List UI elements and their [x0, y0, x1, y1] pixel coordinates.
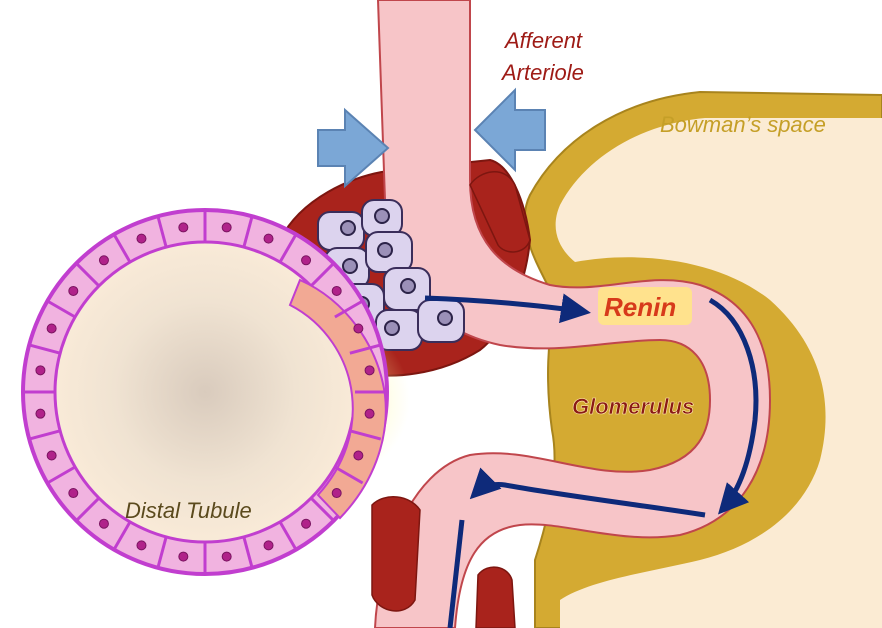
smooth-muscle-top: [469, 171, 531, 253]
tubule-cell-border: [156, 215, 168, 248]
tubule-cell-nucleus: [331, 488, 342, 499]
efferent-down-arrow: [447, 519, 465, 628]
tubule-cell-nucleus: [68, 285, 79, 296]
tubule-cell-border: [112, 521, 132, 551]
label-renin: Renin: [604, 292, 676, 322]
label-afferent-line2: Arteriole: [500, 60, 584, 85]
tubule-cell-nucleus: [46, 450, 57, 461]
bowmans-space: [555, 118, 882, 628]
label-bowmans-space: Bowman’s space: [660, 112, 826, 137]
pressure-arrow-right: [473, 87, 546, 173]
pressure-arrow-left: [317, 107, 390, 189]
tubule-cell-nucleus: [178, 551, 189, 562]
tubule-cell-nucleus: [68, 488, 79, 499]
renin-release-arrow: [424, 293, 591, 324]
tubule-cell-nucleus: [136, 233, 147, 244]
tubule-cell-nucleus: [35, 408, 46, 419]
tubule-cell-border: [75, 262, 100, 287]
tubule-cell-border: [349, 343, 382, 355]
tubule-cell-nucleus: [301, 518, 312, 529]
tubule-cell-nucleus: [263, 540, 274, 551]
label-distal-tubule: Distal Tubule: [125, 498, 252, 523]
tubule-cell-border: [278, 233, 298, 263]
tubule-cell-nucleus: [353, 323, 364, 334]
renin-highlight: [598, 287, 692, 325]
label-glomerulus: Glomerulus: [572, 394, 694, 419]
tubule-cell-border: [46, 465, 76, 485]
label-afferent-line1: Afferent: [503, 28, 583, 53]
tubule-cell-border: [242, 536, 254, 569]
tubule-cell-nucleus: [353, 450, 364, 461]
tubule-cell-nucleus: [35, 365, 46, 376]
tubule-cell-border: [156, 536, 168, 569]
smooth-muscle-bottom-right: [475, 566, 516, 628]
tubule-cell-nucleus: [98, 255, 109, 266]
tubule-cell-nucleus: [221, 551, 232, 562]
tubule-cell-nucleus: [46, 323, 57, 334]
tubule-cell-nucleus: [364, 365, 375, 376]
tubule-cell-border: [28, 429, 61, 441]
tubule-cell-border: [242, 215, 254, 248]
tubule-cell-nucleus: [178, 222, 189, 233]
tubule-cell-border: [28, 343, 61, 355]
tubule-cell-nucleus: [331, 285, 342, 296]
tubule-cell-borders: [23, 210, 387, 574]
tubule-cell-border: [112, 233, 132, 263]
tubule-cell-nucleus: [263, 233, 274, 244]
tubule-cell-border: [334, 299, 364, 319]
tubule-cell-nucleus: [221, 222, 232, 233]
tubule-cell-nuclei: [35, 222, 375, 562]
efferent-flow-arrow: [469, 467, 706, 518]
tubule-cell-border: [278, 521, 298, 551]
tubule-cell-border: [46, 299, 76, 319]
tubule-cell-nucleus: [136, 540, 147, 551]
tubule-cell-border: [75, 497, 100, 522]
tubule-cell-border: [310, 497, 335, 522]
tubule-cell-border: [310, 262, 335, 287]
tubule-cell-border: [349, 429, 382, 441]
glomerular-flow-arrow: [708, 297, 759, 515]
tubule-cell-nucleus: [301, 255, 312, 266]
tubule-cell-nucleus: [364, 408, 375, 419]
tubule-cell-nucleus: [98, 518, 109, 529]
tubule-cell-border: [334, 465, 364, 485]
smooth-muscle-bottom-left: [371, 496, 421, 612]
